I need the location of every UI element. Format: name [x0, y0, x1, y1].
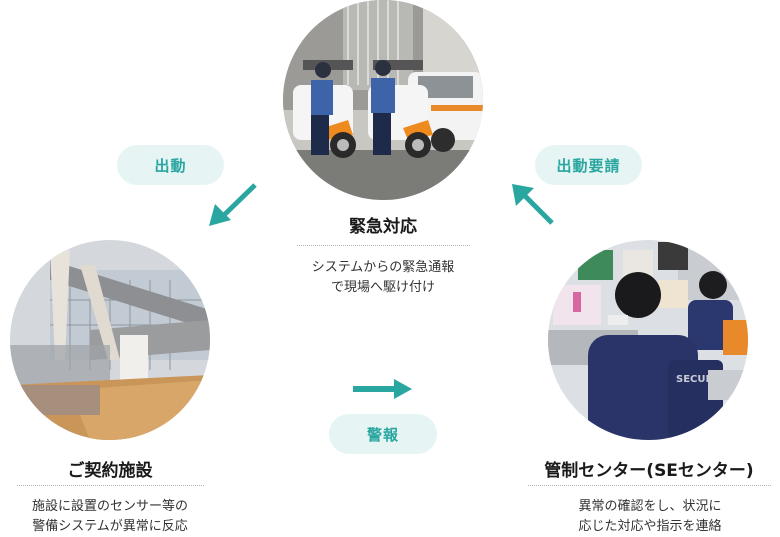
emergency-response-divider [297, 245, 470, 246]
facility-title: ご契約施設 [67, 461, 153, 481]
facility-desc-line-2: 警備システムが異常に反応 [32, 519, 188, 534]
control-center-photo: SECURITY [548, 240, 748, 440]
dispatch-request-arrow-icon [512, 184, 554, 225]
facility-photo [10, 240, 210, 440]
emergency-response-desc-line-2: で現場へ駆け付け [330, 280, 435, 295]
svg-text:SECURITY: SECURITY [676, 374, 732, 385]
emergency-response-description: システムからの緊急通報 で現場へ駆け付け [273, 258, 493, 298]
dispatch-request-label-pill: 出動要請 [535, 145, 642, 185]
control-center-title: 管制センター(SEセンター) [544, 461, 754, 481]
dispatch-arrow-icon [209, 183, 257, 226]
facility-description: 施設に設置のセンサー等の 警備システムが異常に反応 [0, 497, 220, 537]
facility-divider [17, 485, 204, 486]
control-center-desc-line-1: 異常の確認をし、状況に [578, 499, 722, 514]
control-center-desc-line-2: 応じた対応や指示を連絡 [578, 519, 722, 534]
dispatch-label-pill: 出動 [117, 145, 224, 185]
control-center-description: 異常の確認をし、状況に 応じた対応や指示を連絡 [540, 497, 760, 537]
dispatch-request-label: 出動要請 [556, 156, 621, 175]
alarm-arrow-icon [353, 379, 412, 399]
emergency-response-desc-line-1: システムからの緊急通報 [311, 260, 455, 275]
emergency-response-photo [283, 0, 483, 200]
emergency-response-title: 緊急対応 [349, 217, 417, 237]
alarm-label-pill: 警報 [329, 414, 437, 454]
dispatch-label: 出動 [154, 156, 187, 175]
control-center-divider [528, 485, 771, 486]
facility-desc-line-1: 施設に設置のセンサー等の [31, 499, 188, 514]
alarm-label: 警報 [366, 425, 399, 444]
